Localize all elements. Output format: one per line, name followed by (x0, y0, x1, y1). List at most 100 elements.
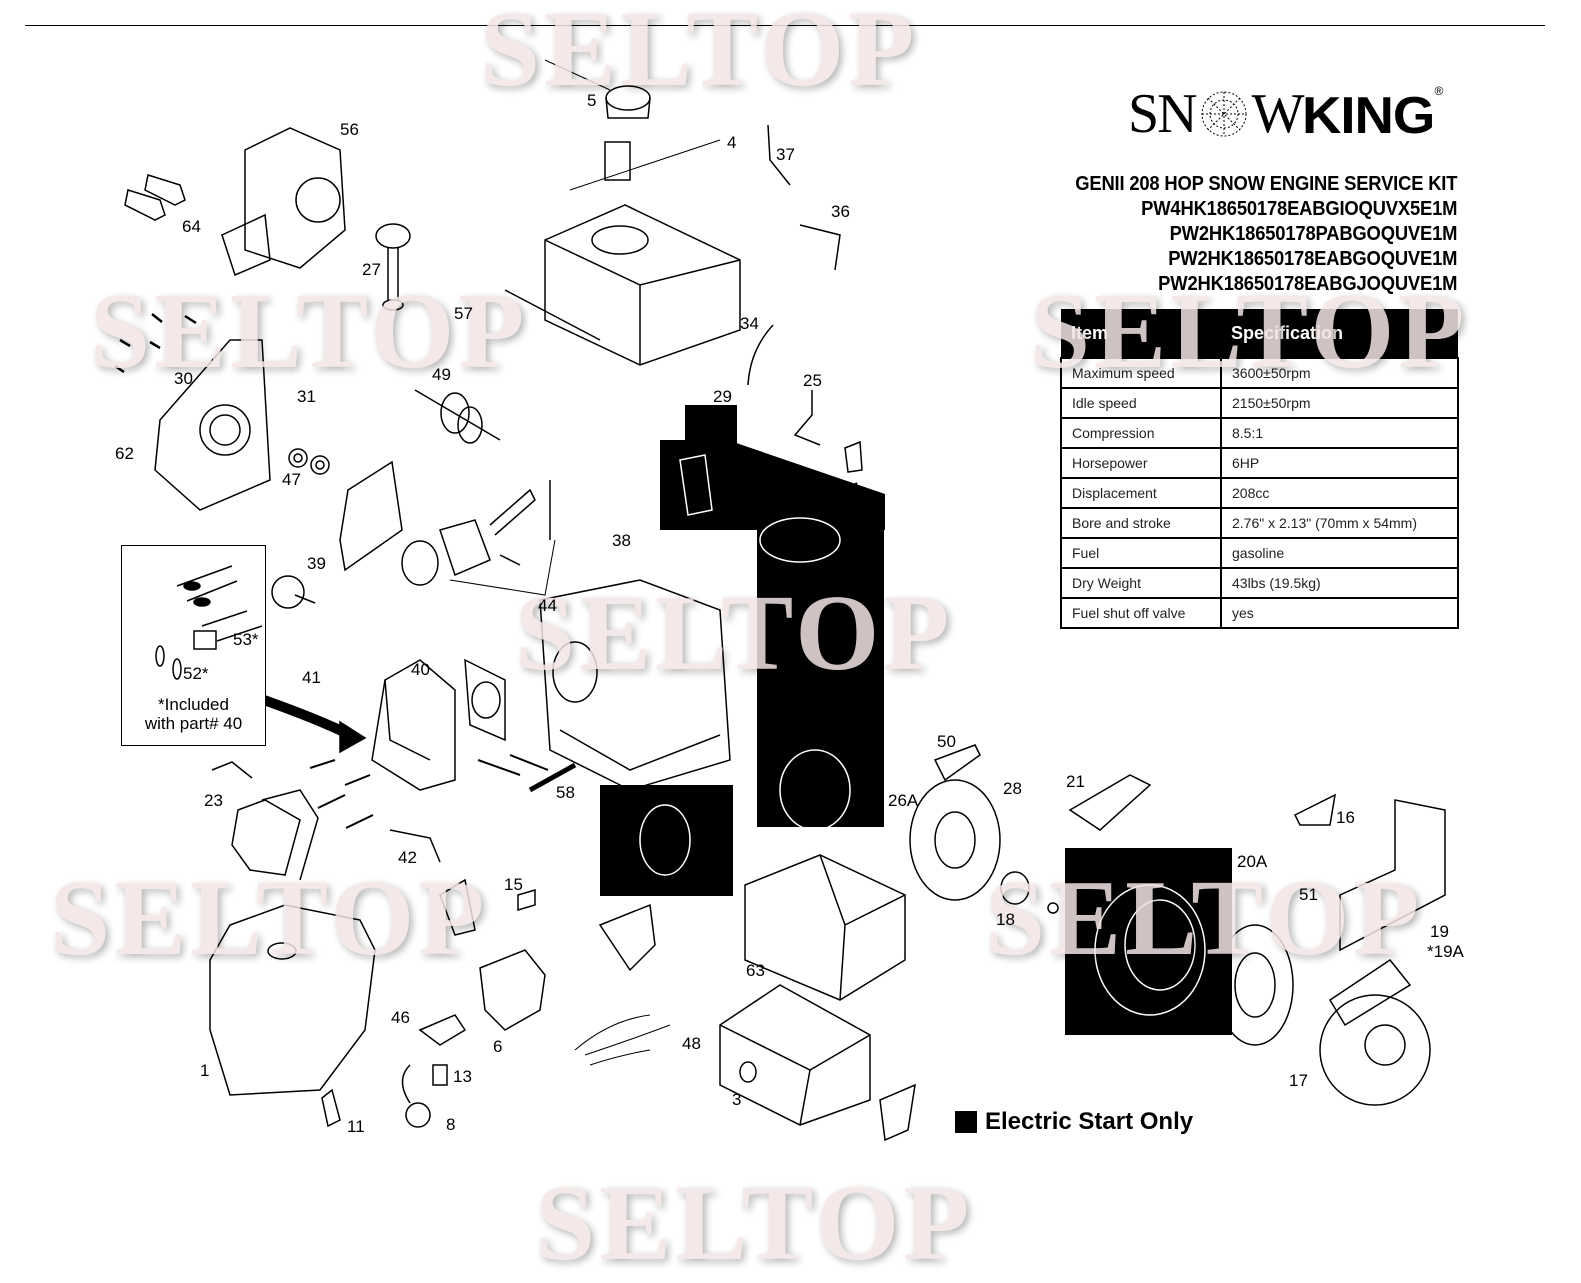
part-label-41: 41 (302, 668, 321, 687)
part-label-17: 17 (1289, 1071, 1308, 1090)
inset-box: 53* 52* *Included with part# 40 (121, 545, 266, 746)
part-label-18: 18 (996, 910, 1015, 929)
recoil-starter-drawing (1319, 958, 1431, 1106)
part-label-36: 36 (831, 202, 850, 221)
inset-note: *Included with part# 40 (122, 695, 265, 733)
tube-58-drawing (528, 762, 577, 793)
carb-bracket-drawing (439, 878, 476, 936)
brand-logo: SN W KING ® (1128, 84, 1443, 142)
spec-value: 2150±50rpm (1220, 387, 1459, 419)
table-header-row: Item Specification (1061, 309, 1458, 358)
model-number: PW2HK18650178PABGOQUVE1M (1169, 223, 1457, 245)
part-label-15: 15 (504, 875, 523, 894)
bracket-51-drawing (1339, 799, 1446, 952)
spec-value: 43lbs (19.5kg) (1220, 567, 1459, 599)
part-label-56: 56 (340, 120, 359, 139)
spec-value: 8.5:1 (1220, 417, 1459, 449)
part-label-49: 49 (432, 365, 451, 384)
flywheel-fan-drawing (909, 779, 1001, 901)
bracket-50-drawing (933, 744, 981, 782)
part-label-37: 37 (776, 145, 795, 164)
spec-item: Bore and stroke (1060, 507, 1222, 539)
part-label-34: 34 (740, 314, 759, 333)
gasket-set-drawing (221, 127, 346, 277)
rods-drawing (309, 754, 549, 829)
valve-cover-drawing (211, 761, 319, 881)
plate-drawing (1216, 924, 1294, 1046)
part-label-30: 30 (174, 369, 193, 388)
legend: Electric Start Only (955, 1108, 1193, 1136)
part-label-52: 52* (183, 664, 209, 683)
part-label-44: 44 (538, 596, 557, 615)
bracket-42-drawing (389, 829, 441, 863)
spec-item: Fuel (1060, 537, 1222, 569)
part-label-11: 11 (347, 1117, 365, 1136)
part-label-23: 23 (204, 791, 223, 810)
fuel-cap-drawing (604, 85, 651, 181)
part-label-62: 62 (115, 444, 134, 463)
part-16-drawing (1293, 793, 1336, 826)
lever-36-drawing (799, 224, 841, 271)
part-label-8: 8 (446, 1115, 456, 1134)
part-label-39: 39 (307, 554, 326, 573)
spec-item: Fuel shut off valve (1060, 597, 1222, 629)
document-title: GENII 208 HOP SNOW ENGINE SERVICE KIT (1074, 173, 1457, 195)
part-label-47: 47 (282, 470, 301, 489)
fuel-valve-drawing (793, 390, 821, 446)
part-label-5: 5 (587, 91, 597, 110)
engine-block-drawing (539, 579, 731, 791)
piston-drawing (401, 480, 556, 596)
spec-item: Displacement (1060, 477, 1222, 509)
part-label-53: 53* (233, 630, 259, 649)
arrow-drawing (262, 695, 367, 754)
head-gasket-drawing (464, 658, 506, 742)
cam-gear-drawing (271, 575, 316, 609)
spark-wire-drawing (747, 324, 774, 386)
part-label-58: 58 (556, 783, 575, 802)
dipstick-drawing (375, 223, 411, 311)
part-label-31: 31 (297, 387, 316, 406)
part-label-63: 63 (746, 961, 765, 980)
part-label-19: 19 (1430, 922, 1449, 941)
spec-item: Maximum speed (1060, 357, 1222, 389)
part-label-42: 42 (398, 848, 417, 867)
key-switch-drawing (321, 1088, 341, 1128)
inset-note-line-2: with part# 40 (144, 714, 243, 733)
part-label-16: 16 (1336, 808, 1355, 827)
spec-item: Horsepower (1060, 447, 1222, 479)
part-label-64: 64 (182, 217, 201, 236)
bearings-drawing (288, 448, 330, 475)
muffler-grille-drawing (879, 1083, 916, 1142)
title-block: GENII 208 HOP SNOW ENGINE SERVICE KIT PW… (1042, 172, 1457, 297)
choke-rod-drawing (767, 124, 791, 186)
cylinder-head-drawing (371, 659, 456, 791)
electric-start-region-ring (600, 785, 733, 896)
part-label-21: 21 (1066, 772, 1085, 791)
pulley-drawing (1000, 871, 1059, 914)
spec-value: gasoline (1220, 537, 1459, 569)
part-label-13: 13 (453, 1067, 472, 1086)
part-label-4: 4 (727, 133, 737, 152)
blower-housing-drawing (209, 904, 376, 1096)
shroud-piece-drawing (598, 903, 656, 972)
part-label-20a: 20A (1237, 852, 1268, 871)
header-item: Item (1061, 309, 1221, 358)
spec-item: Idle speed (1060, 387, 1222, 419)
exploded-parts-drawing (114, 59, 1446, 1142)
part-label-26a: 26A (888, 791, 919, 810)
fuel-tank-drawing (504, 59, 741, 366)
primer-drawing (401, 1064, 431, 1128)
part-label-29: 29 (713, 387, 732, 406)
switch-13-drawing (432, 1064, 448, 1086)
part-label-38: 38 (612, 531, 631, 550)
cover-21-drawing (1068, 774, 1152, 831)
header-specification: Specification (1221, 309, 1458, 358)
electric-starter-drawing (639, 454, 851, 876)
